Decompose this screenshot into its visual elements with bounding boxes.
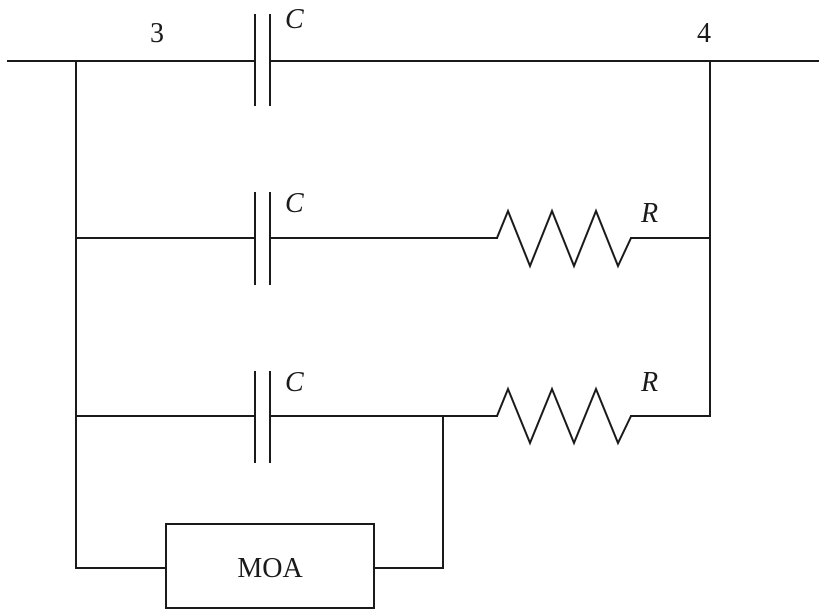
resistor-b2	[496, 386, 632, 446]
branch-rc-2	[75, 371, 711, 463]
moa-box	[165, 523, 375, 609]
node-label-4: 4	[697, 18, 711, 49]
capacitor-label-b2: C	[285, 367, 304, 398]
node-label-3: 3	[150, 18, 164, 49]
capacitor-label-top: C	[285, 4, 304, 35]
moa-loop: MOA	[75, 415, 444, 609]
branch-rc-1	[75, 192, 711, 285]
resistor-label-b1: R	[640, 198, 658, 229]
top-bus	[7, 14, 819, 106]
resistor-b1	[496, 208, 632, 269]
moa-label: MOA	[237, 553, 303, 584]
capacitor-label-b1: C	[285, 188, 304, 219]
resistor-label-b2: R	[640, 367, 658, 398]
